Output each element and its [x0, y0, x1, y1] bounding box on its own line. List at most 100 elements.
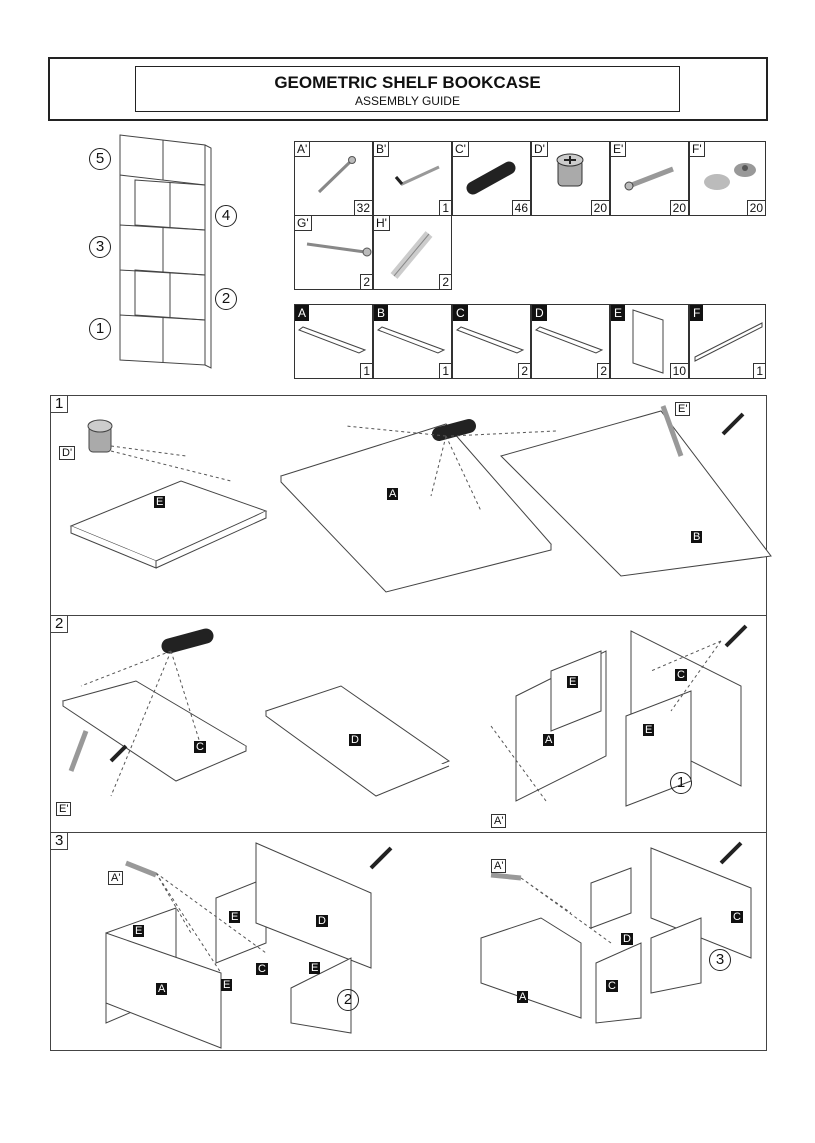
step-2-panel: 2 C D E C E A E' A' 1	[50, 615, 767, 833]
bookcase-overview-illustration	[119, 134, 212, 369]
hardware-cell: F' 20	[689, 141, 766, 216]
hardware-cell: H' 2	[373, 215, 452, 290]
panel-e-illustration	[632, 309, 664, 374]
panel-qty: 1	[753, 363, 765, 378]
panel-c-illustration	[455, 326, 525, 354]
step-1-illustration	[69, 405, 772, 593]
panel-qty: 1	[439, 363, 451, 378]
part-tag-e: E	[154, 496, 166, 508]
hardware-cell: A' 32	[294, 141, 373, 216]
panel-cell: C 2	[452, 304, 531, 379]
part-tag-e: E	[133, 925, 145, 937]
part-tag-e: E	[643, 724, 655, 736]
wooden-dowel-icon	[466, 161, 516, 195]
panel-qty: 10	[669, 363, 688, 378]
level-5-marker: 5	[89, 148, 111, 170]
part-tag-a-prime: A'	[108, 871, 124, 885]
step-3-panel: 3 A' E E D A E C E A' D C A C 2 3	[50, 832, 767, 1051]
part-tag-a: A	[543, 734, 555, 746]
part-tag-a-prime: A'	[491, 859, 507, 873]
panel-cell: B 1	[373, 304, 452, 379]
hardware-qty: 2	[439, 274, 451, 289]
step-number: 2	[51, 616, 69, 633]
panel-cell: D 2	[531, 304, 610, 379]
substep-marker: 2	[337, 989, 359, 1011]
part-tag-a: A	[156, 983, 168, 995]
part-tag-e-prime: E'	[56, 802, 72, 816]
panel-label: B	[374, 305, 389, 321]
level-2-marker: 2	[215, 288, 237, 310]
step-2-illustration	[61, 624, 748, 807]
panel-label: D	[532, 305, 547, 321]
wall-plug-icon	[390, 231, 433, 279]
page-title: GEOMETRIC SHELF BOOKCASE	[274, 73, 541, 92]
long-screw-icon	[306, 242, 372, 257]
part-tag-e: E	[221, 979, 233, 991]
step-1-panel: 1 D' E A E' B	[50, 395, 772, 616]
panel-b-illustration	[376, 326, 446, 354]
page-subtitle: ASSEMBLY GUIDE	[355, 94, 460, 108]
hardware-label: E'	[611, 142, 627, 157]
step-number: 3	[51, 833, 69, 850]
panel-cell: E 10	[610, 304, 689, 379]
panel-qty: 2	[518, 363, 530, 378]
cam-lock-icon	[556, 153, 584, 187]
step-3-illustration	[105, 841, 752, 1049]
hardware-label: A'	[295, 142, 311, 157]
panel-label: F	[690, 305, 704, 321]
part-tag-b: B	[691, 531, 703, 543]
panel-f-illustration	[694, 322, 763, 362]
cover-cap-icon	[704, 163, 756, 190]
hardware-qty: 2	[360, 274, 372, 289]
level-1-marker: 1	[89, 318, 111, 340]
part-tag-a-prime: A'	[491, 814, 507, 828]
panel-qty: 1	[360, 363, 372, 378]
hardware-label: G'	[295, 216, 312, 231]
part-tag-c: C	[606, 980, 618, 992]
part-tag-a: A	[387, 488, 399, 500]
panel-cell: A 1	[294, 304, 373, 379]
panel-d-illustration	[534, 326, 604, 354]
hardware-cell: G' 2	[294, 215, 373, 290]
part-tag-c: C	[675, 669, 687, 681]
hardware-label: D'	[532, 142, 548, 157]
hardware-qty: 20	[746, 200, 765, 215]
level-3-marker: 3	[89, 236, 111, 258]
hardware-label: F'	[690, 142, 705, 157]
hardware-cell: B' 1	[373, 141, 452, 216]
hardware-label: H'	[374, 216, 390, 231]
part-tag-d: D	[621, 933, 633, 945]
header-frame	[48, 57, 768, 121]
hardware-label: B'	[374, 142, 390, 157]
part-tag-c: C	[256, 963, 268, 975]
hardware-cell: E' 20	[610, 141, 689, 216]
part-tag-d: D	[316, 915, 328, 927]
part-tag-e: E	[567, 676, 579, 688]
substep-marker: 3	[709, 949, 731, 971]
panel-label: A	[295, 305, 310, 321]
part-tag-e-prime: E'	[675, 402, 691, 416]
panel-a-illustration	[297, 326, 367, 354]
part-tag-d-prime: D'	[59, 446, 76, 460]
hardware-cell: C' 46	[452, 141, 531, 216]
wood-screw-icon	[317, 156, 356, 194]
hardware-qty: 20	[669, 200, 688, 215]
part-tag-e: E	[309, 962, 321, 974]
panel-label: C	[453, 305, 468, 321]
panel-cell: F 1	[689, 304, 766, 379]
part-tag-c: C	[731, 911, 743, 923]
part-tag-a: A	[517, 991, 529, 1003]
panel-qty: 2	[597, 363, 609, 378]
level-4-marker: 4	[215, 205, 237, 227]
title-box: GEOMETRIC SHELF BOOKCASE ASSEMBLY GUIDE	[135, 66, 680, 112]
hardware-cell: D' 20	[531, 141, 610, 216]
substep-marker: 1	[670, 772, 692, 794]
part-tag-e: E	[229, 911, 241, 923]
allen-key-icon	[394, 165, 440, 186]
part-tag-c: C	[194, 741, 206, 753]
hardware-qty: 1	[439, 200, 451, 215]
cam-bolt-icon	[624, 166, 674, 191]
hardware-qty: 46	[511, 200, 530, 215]
hardware-label: C'	[453, 142, 469, 157]
part-tag-d: D	[349, 734, 361, 746]
